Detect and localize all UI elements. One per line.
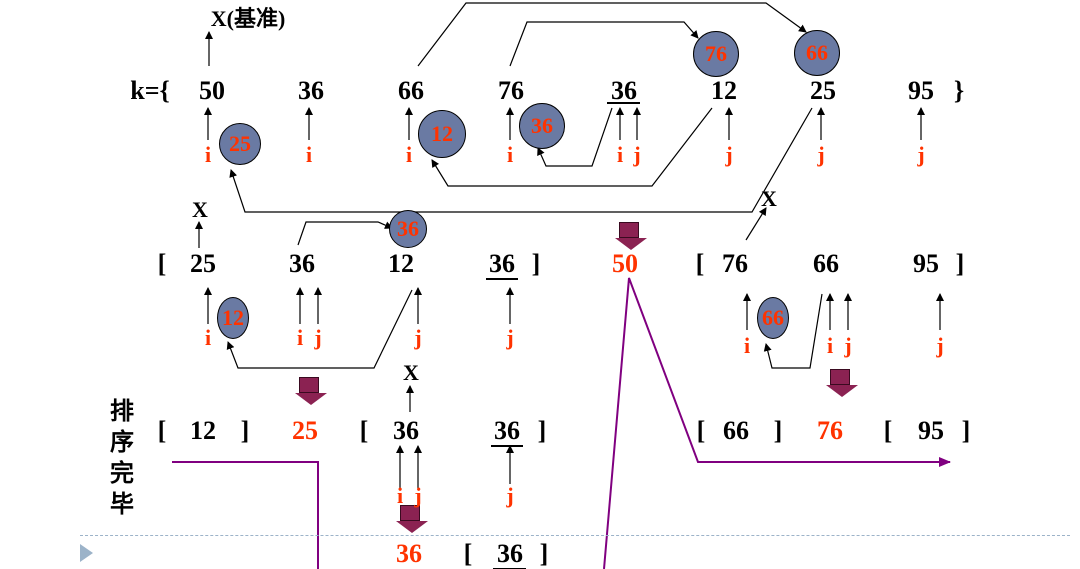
pivot-label: X(基准) bbox=[210, 6, 286, 31]
close-bracket: ] bbox=[537, 416, 547, 445]
row3-pivot: 25 bbox=[292, 416, 318, 445]
row2-value-2: 36 bbox=[289, 249, 315, 278]
pointer-j: j bbox=[314, 325, 322, 350]
row2-value-4: 36 bbox=[489, 249, 515, 278]
x-label: X bbox=[192, 197, 208, 222]
pointer-i: i bbox=[826, 333, 834, 358]
moved-value-circle: 36 bbox=[519, 103, 565, 149]
block-arrow-down bbox=[826, 369, 858, 397]
row2-value-5: 76 bbox=[722, 249, 748, 278]
pointer-j: j bbox=[414, 325, 422, 350]
moved-value-circle: 36 bbox=[389, 210, 427, 248]
pointer-i: i bbox=[743, 333, 751, 358]
pointer-j: j bbox=[506, 483, 514, 508]
row1-value-8: 95 bbox=[908, 76, 934, 105]
close-bracket: ] bbox=[531, 249, 541, 278]
row2-pivot: 50 bbox=[612, 249, 638, 278]
pointer-j: j bbox=[725, 142, 733, 167]
moved-value-circle: 66 bbox=[757, 297, 789, 339]
row3-pivot: 76 bbox=[817, 416, 843, 445]
open-bracket: [ bbox=[157, 416, 167, 445]
k-prefix: k={ bbox=[130, 76, 170, 105]
moved-value-circle: 12 bbox=[418, 110, 466, 158]
moved-value-circle: 12 bbox=[217, 297, 249, 339]
pointer-j: j bbox=[817, 142, 825, 167]
row1-value-5: 36 bbox=[611, 76, 637, 105]
slide-divider bbox=[80, 535, 1070, 536]
row3-value-3: 36 bbox=[393, 416, 419, 445]
open-bracket: [ bbox=[695, 249, 705, 278]
pointer-j: j bbox=[506, 325, 514, 350]
pointer-j: j bbox=[633, 142, 641, 167]
block-arrow-down bbox=[295, 377, 327, 405]
x-label: X bbox=[403, 360, 419, 385]
row1-value-4: 76 bbox=[498, 76, 524, 105]
pointer-i: i bbox=[305, 142, 313, 167]
pointer-j: j bbox=[844, 333, 852, 358]
row1-value-2: 36 bbox=[298, 76, 324, 105]
moved-value-circle: 66 bbox=[794, 30, 840, 76]
open-bracket: [ bbox=[463, 539, 473, 568]
close-bracket: ] bbox=[961, 416, 971, 445]
pointer-i: i bbox=[506, 142, 514, 167]
row1-value-1: 50 bbox=[199, 76, 225, 105]
row3-value-7: 95 bbox=[918, 416, 944, 445]
row2-value-1: 25 bbox=[190, 249, 216, 278]
open-bracket: [ bbox=[883, 416, 893, 445]
moved-value-circle: 76 bbox=[693, 31, 739, 77]
x-label: X bbox=[761, 186, 777, 211]
row3-value-4: 36 bbox=[494, 416, 520, 445]
row4-value: 36 bbox=[497, 539, 523, 568]
pointer-j: j bbox=[917, 142, 925, 167]
row2-value-6: 66 bbox=[813, 249, 839, 278]
block-arrow-down bbox=[615, 222, 647, 250]
close-bracket: ] bbox=[539, 539, 549, 568]
row1-value-3: 66 bbox=[398, 76, 424, 105]
row2-value-3: 12 bbox=[388, 249, 414, 278]
sort-complete-label: 排序完毕 bbox=[110, 397, 134, 518]
close-bracket: ] bbox=[773, 416, 783, 445]
row3-value-1: 12 bbox=[190, 416, 216, 445]
row1-value-7: 25 bbox=[810, 76, 836, 105]
pointer-i: i bbox=[405, 142, 413, 167]
moved-value-circle: 25 bbox=[219, 123, 261, 165]
open-bracket: [ bbox=[696, 416, 706, 445]
pointer-i: i bbox=[396, 483, 404, 508]
row3-value-5: 66 bbox=[723, 416, 749, 445]
pointer-j: j bbox=[414, 483, 422, 508]
row1-value-6: 12 bbox=[711, 76, 737, 105]
row4-pivot: 36 bbox=[396, 539, 422, 568]
close-bracket: ] bbox=[240, 416, 250, 445]
pointer-i: i bbox=[204, 142, 212, 167]
pointer-i: i bbox=[204, 325, 212, 350]
pointer-i: i bbox=[296, 325, 304, 350]
row2-value-7: 95 bbox=[913, 249, 939, 278]
open-bracket: [ bbox=[359, 416, 369, 445]
pointer-j: j bbox=[936, 333, 944, 358]
close-bracket: ] bbox=[955, 249, 965, 278]
triangle-bullet-icon bbox=[80, 544, 93, 562]
open-bracket: [ bbox=[157, 249, 167, 278]
close-brace: } bbox=[953, 76, 965, 105]
block-arrow-down bbox=[396, 505, 428, 533]
pointer-i: i bbox=[616, 142, 624, 167]
